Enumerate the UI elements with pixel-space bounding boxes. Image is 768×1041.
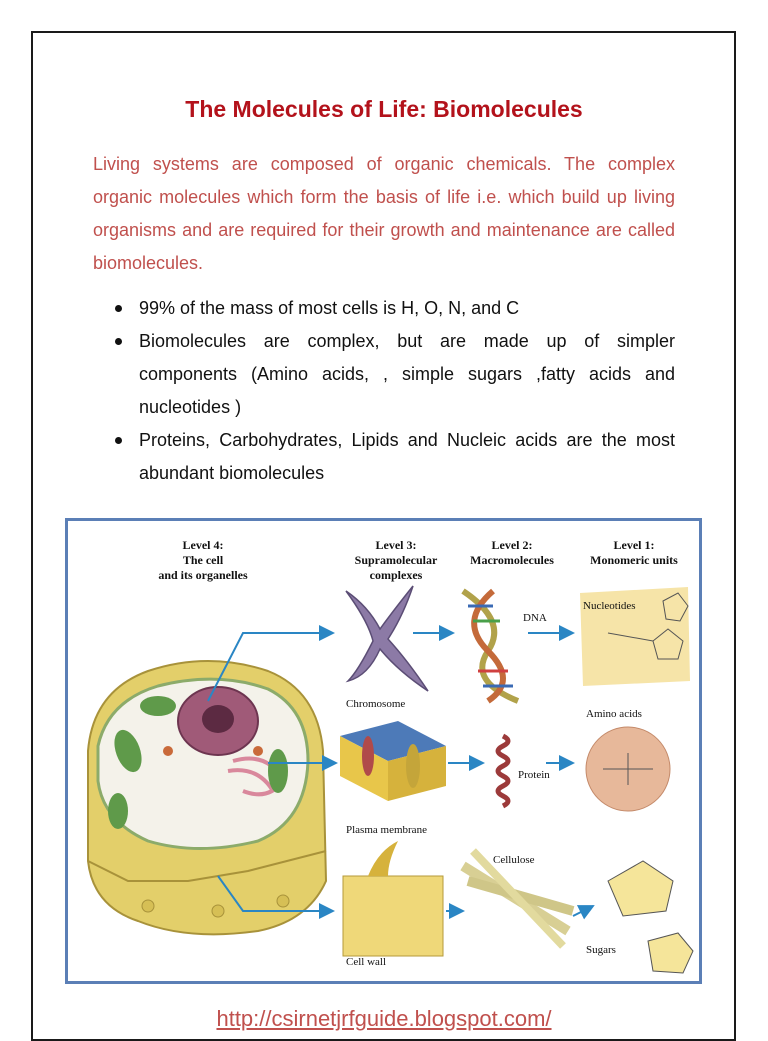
intro-paragraph: Living systems are composed of organic c… [93, 154, 675, 273]
level4-heading-1: Level 4: [183, 538, 224, 552]
level4-heading-2: The cell [183, 553, 224, 567]
level4-heading-3: and its organelles [158, 568, 248, 582]
plasma-membrane-label: Plasma membrane [346, 824, 427, 836]
nucleotide-illustration [580, 587, 690, 686]
bullet-list: 99% of the mass of most cells is H, O, N… [93, 292, 675, 490]
figure-illustration: Level 4: The cell and its organelles Lev… [87, 538, 694, 974]
level3-heading-1: Level 3: [376, 538, 417, 552]
protein-label: Protein [518, 769, 550, 781]
chromosome-label: Chromosome [346, 698, 405, 710]
arrow-to-cellwall [217, 875, 335, 919]
level1-heading-1: Level 1: [614, 538, 655, 552]
arrow-to-chromosome [207, 625, 335, 702]
bullet-item: 99% of the mass of most cells is H, O, N… [93, 292, 675, 325]
level1-heading-2: Monomeric units [590, 553, 678, 567]
footer-link[interactable]: http://csirnetjrfguide.blogspot.com/ [216, 1006, 552, 1031]
cell-wall-label: Cell wall [346, 956, 386, 968]
bullet-icon [115, 338, 122, 345]
sugar-illustration [607, 860, 694, 974]
bullet-item: Proteins, Carbohydrates, Lipids and Nucl… [93, 424, 675, 490]
arrow-cellulose-sugars [572, 905, 595, 920]
level3-heading-3: complexes [370, 568, 423, 582]
page-title: The Molecules of Life: Biomolecules [185, 96, 583, 122]
level2-heading-2: Macromolecules [470, 553, 554, 567]
biomolecule-levels-figure: Level 4: The cell and its organelles Lev… [65, 518, 702, 984]
dna-illustration [461, 588, 520, 704]
dna-label: DNA [523, 612, 547, 624]
level3-heading-2: Supramolecular [355, 553, 438, 567]
protein-illustration [495, 733, 511, 809]
cellulose-label: Cellulose [493, 854, 535, 866]
bullet-icon [115, 305, 122, 312]
chromosome-illustration [345, 585, 429, 692]
nucleotides-label: Nucleotides [583, 600, 636, 612]
bullet-item: Biomolecules are complex, but are made u… [93, 325, 675, 424]
amino-acid-illustration [585, 726, 671, 812]
plasma-membrane-illustration [340, 721, 446, 801]
amino-acids-label: Amino acids [586, 708, 642, 720]
cell-wall-illustration [342, 841, 444, 957]
sugars-label: Sugars [586, 944, 616, 956]
bullet-icon [115, 437, 122, 444]
cellulose-illustration [460, 848, 575, 949]
cell-illustration [87, 660, 328, 936]
level2-heading-1: Level 2: [492, 538, 533, 552]
